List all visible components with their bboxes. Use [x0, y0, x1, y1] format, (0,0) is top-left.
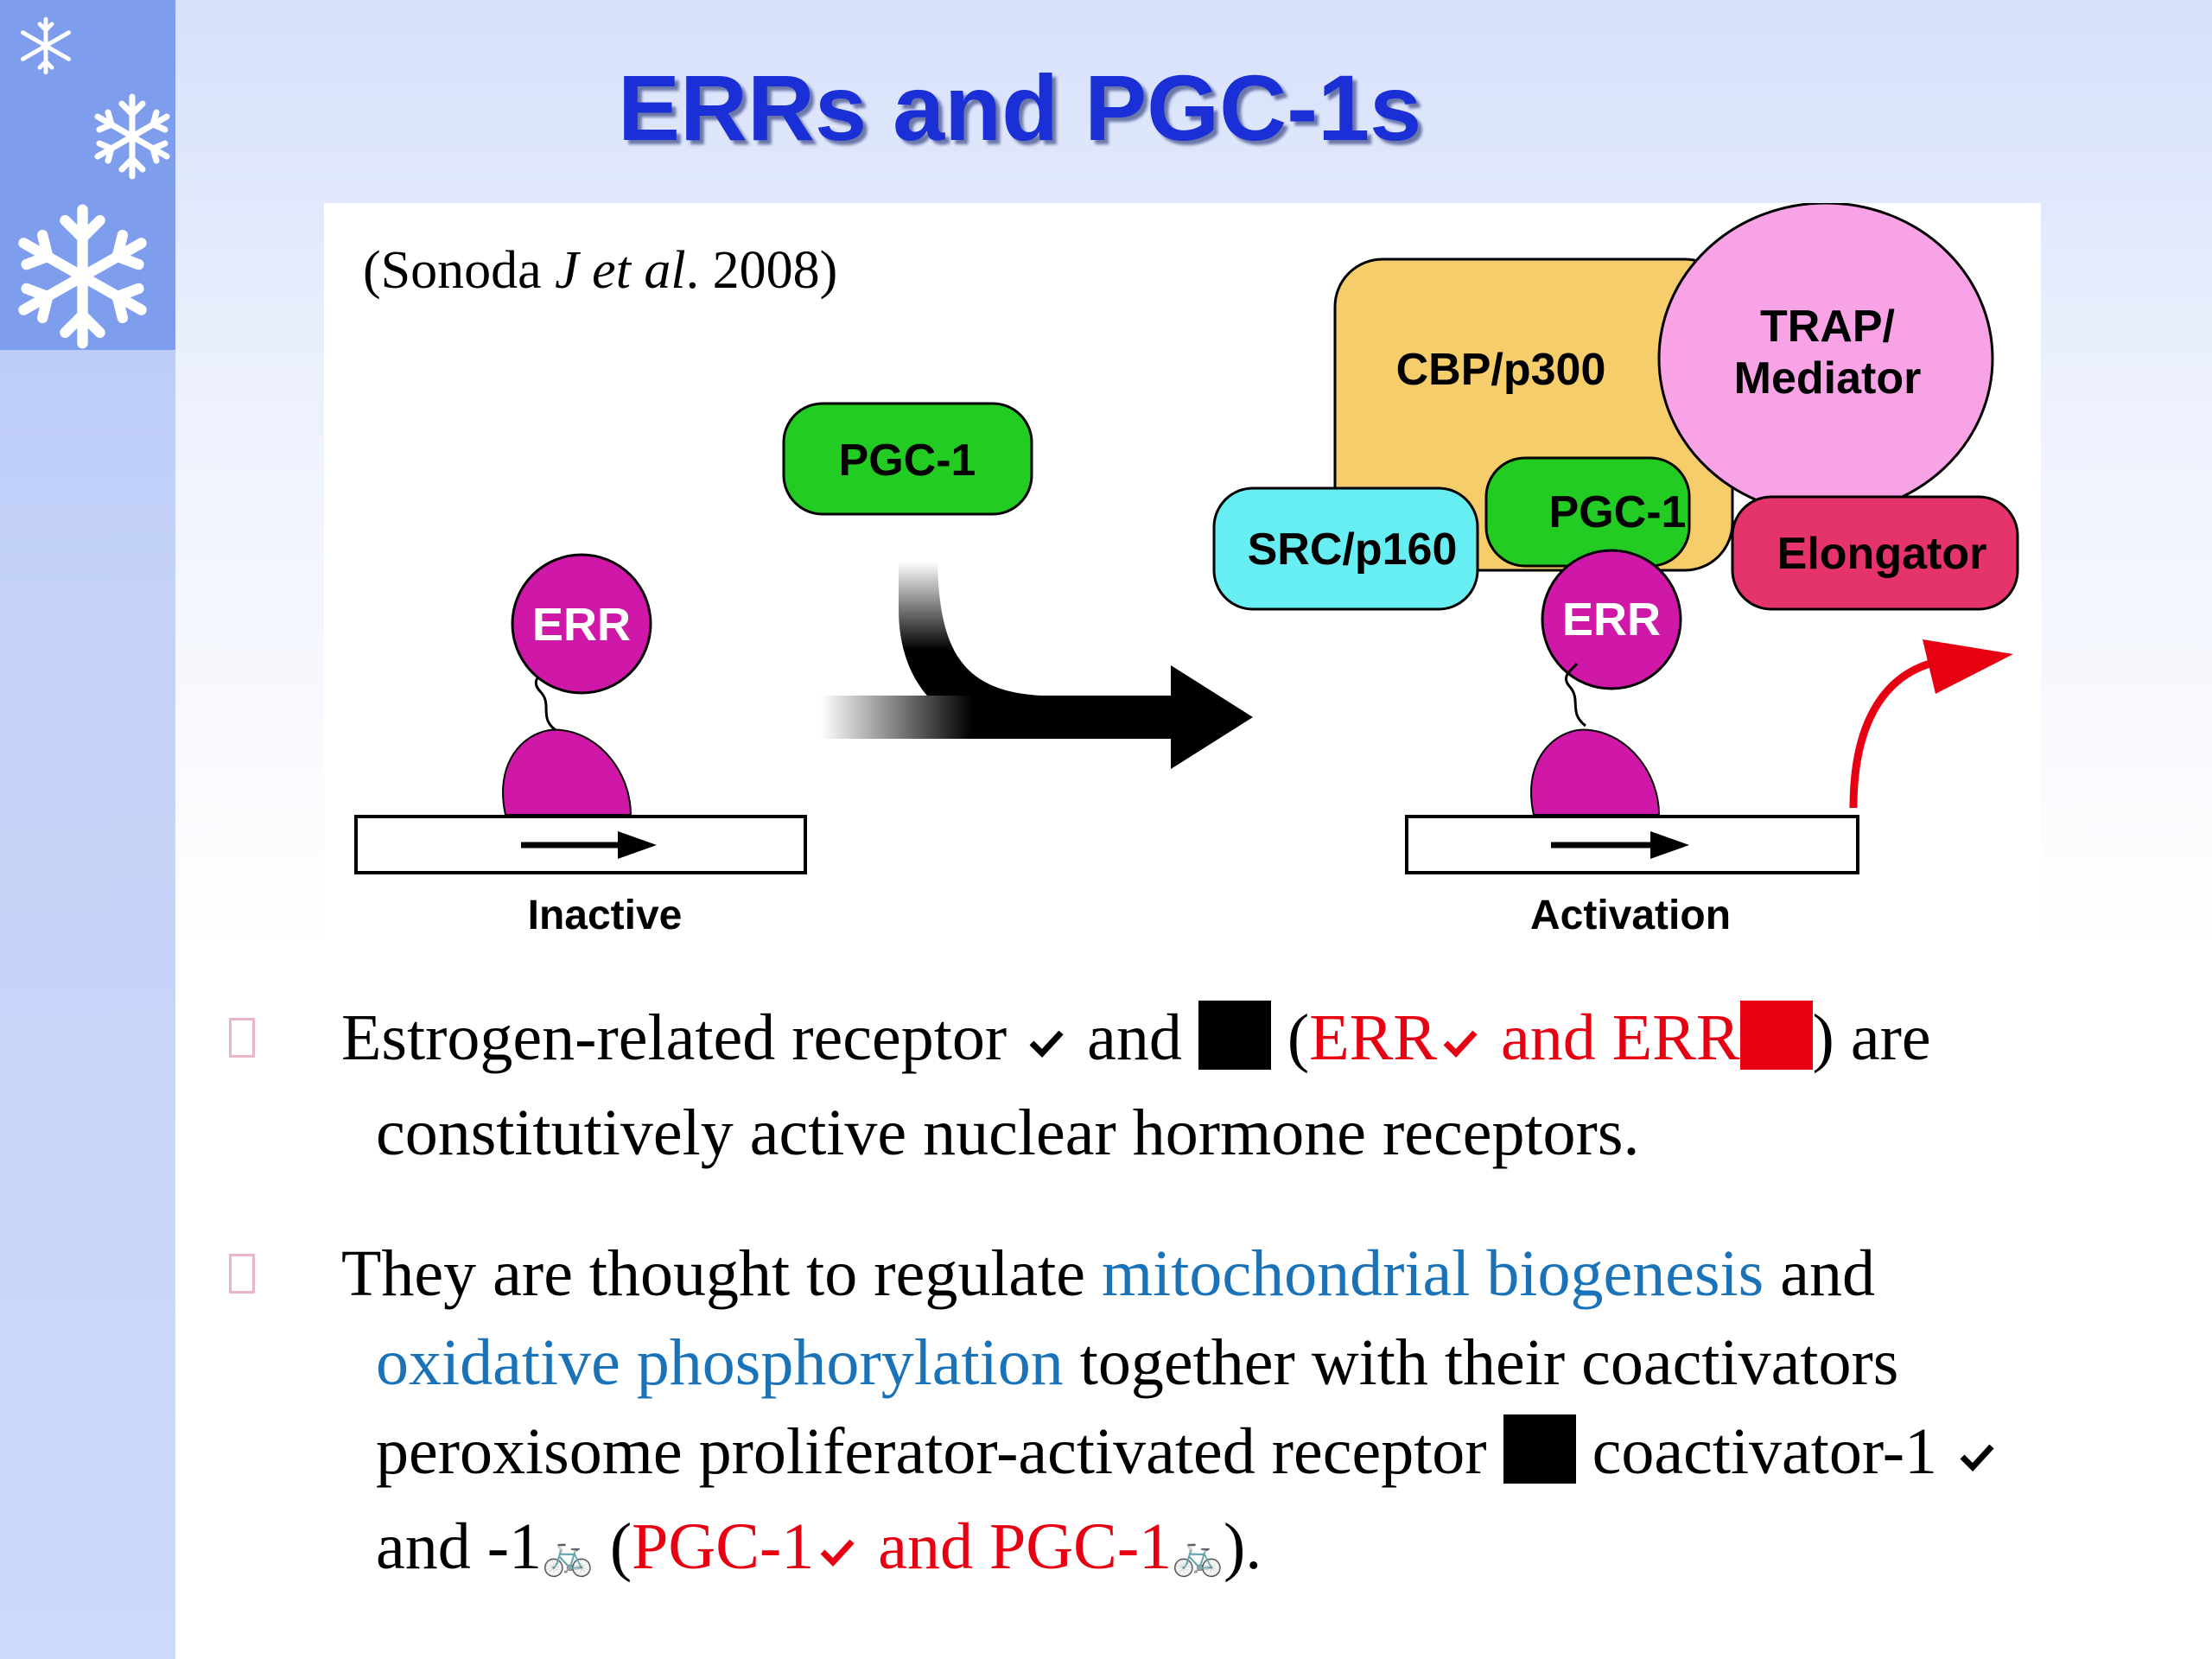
- elongator-block: [1731, 495, 2019, 611]
- check-icon: [814, 1509, 861, 1598]
- err-pgc-figure: (Sonoda J et al. 2008) ERR Inactive: [324, 203, 2041, 950]
- inactive-complex: ERR Inactive: [354, 553, 807, 938]
- bullet-item: They are thought to regulate mitochondri…: [216, 1230, 2160, 1599]
- check-icon: [1437, 1000, 1484, 1089]
- snowflake-icon: [16, 203, 149, 350]
- err-ligand-right: [1541, 549, 1682, 690]
- snowflake-icon: [16, 16, 76, 76]
- activation-complex: CBP/p300 TRAP/ Mediator Elongator SRC/p1…: [1212, 203, 2019, 938]
- bullet-item: Estrogen-related receptor and (ERR and E…: [216, 994, 2160, 1178]
- binding-arrow: [821, 562, 1253, 769]
- snowflake-icon: [89, 93, 175, 180]
- svg-text:Mediator: Mediator: [1734, 353, 1922, 404]
- check-icon: [1023, 1000, 1071, 1089]
- svg-text:ERR: ERR: [532, 599, 631, 651]
- check-icon: [1954, 1414, 2001, 1503]
- svg-text:TRAP/: TRAP/: [1760, 302, 1895, 352]
- bicycle-icon: 🚲: [542, 1530, 594, 1580]
- black-square-glyph: [1198, 1001, 1271, 1070]
- svg-text:SRC/p160: SRC/p160: [1248, 524, 1458, 575]
- square-bullet-icon: [229, 1254, 255, 1294]
- transcription-arrow: [1849, 657, 1941, 809]
- err-dbd-right: [1530, 728, 1661, 816]
- black-square-glyph: [1503, 1414, 1576, 1484]
- bullet-list: Estrogen-related receptor and (ERR and E…: [216, 994, 2160, 1651]
- slide-title: ERRs and PGC-1s: [618, 55, 1422, 160]
- svg-text:PGC-1: PGC-1: [1549, 487, 1687, 537]
- svg-text:ERR: ERR: [1562, 594, 1661, 645]
- caption-activation: Activation: [1530, 893, 1731, 938]
- svg-text:CBP/p300: CBP/p300: [1396, 345, 1606, 395]
- err-dbd-left: [502, 728, 632, 816]
- citation: (Sonoda J et al. 2008): [363, 241, 838, 300]
- src-p160-block: [1212, 486, 1479, 611]
- pgc1-free: PGC-1: [782, 402, 1033, 516]
- svg-text:PGC-1: PGC-1: [839, 435, 976, 486]
- caption-inactive: Inactive: [528, 893, 683, 938]
- err-ligand-left: [511, 553, 652, 695]
- red-square-glyph: [1739, 1001, 1813, 1070]
- svg-text:Elongator: Elongator: [1777, 529, 1987, 579]
- square-bullet-icon: [229, 1018, 255, 1058]
- bicycle-icon: 🚲: [1172, 1530, 1224, 1580]
